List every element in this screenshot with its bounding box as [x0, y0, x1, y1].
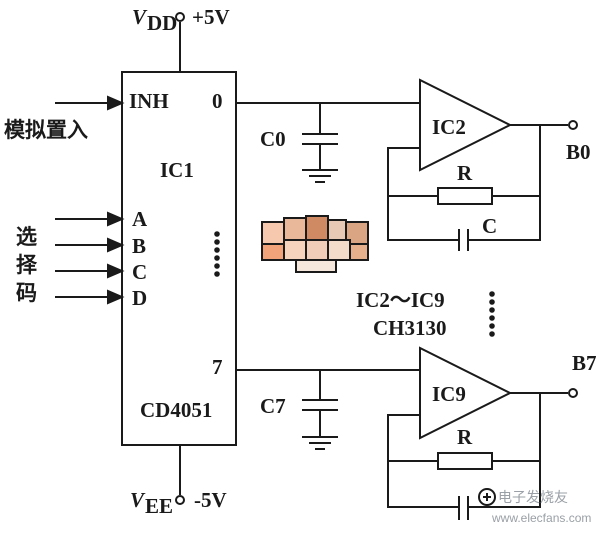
smudge-artifact	[261, 215, 369, 273]
ic1-channel-ellipsis	[214, 231, 220, 277]
vee-terminal	[175, 495, 185, 505]
vee-subscript: EE	[145, 494, 173, 518]
b7-terminal	[568, 388, 578, 398]
vdd-rail	[175, 12, 185, 72]
resistor-r-top	[437, 187, 493, 205]
ic9-feedback-network	[387, 393, 541, 520]
vee-value: -5V	[194, 488, 227, 512]
ic2-label: IC2	[432, 115, 466, 139]
watermark-url: www.elecfans.com	[491, 511, 591, 525]
select-label-2: 择	[16, 253, 38, 277]
vdd-value: +5V	[192, 5, 230, 29]
ground-icon	[302, 169, 338, 183]
b7-label: B7	[572, 351, 597, 375]
ic1-pin-c: C	[132, 260, 147, 284]
watermark-title: 电子发烧友	[498, 490, 568, 506]
amp-channel-ellipsis	[489, 291, 495, 337]
vee-rail	[175, 445, 185, 505]
ic1-pin-a: A	[132, 207, 148, 231]
watermark-logo	[478, 488, 496, 506]
capacitor-c0	[302, 103, 338, 170]
amp-part-label: CH3130	[373, 316, 447, 340]
b0-label: B0	[566, 140, 591, 164]
ic1-pin-b: B	[132, 234, 146, 258]
ic1-pin-d: D	[132, 286, 147, 310]
ic2-feedback-network	[387, 125, 541, 251]
c7-label: C7	[260, 394, 286, 418]
vee-label: V	[130, 488, 146, 512]
vdd-subscript: DD	[147, 11, 177, 35]
ic1-body	[121, 71, 237, 446]
analog-input-label: 模拟置入	[4, 118, 88, 142]
ground-icon	[302, 436, 338, 450]
amp-range-label: IC2～IC9	[356, 288, 445, 312]
select-label-3: 码	[16, 281, 37, 305]
select-label-1: 选	[16, 225, 37, 249]
r-bottom-label: R	[457, 425, 473, 449]
select-input-arrows	[55, 211, 125, 305]
ic2-amplifier	[419, 78, 513, 172]
inh-input-arrow	[55, 95, 125, 111]
r-top-label: R	[457, 161, 473, 185]
ic2-output-wire	[510, 120, 578, 130]
vdd-terminal	[175, 12, 185, 22]
ic1-pin-out7: 7	[212, 355, 223, 379]
ic9-amplifier	[419, 346, 513, 440]
c-label: C	[482, 214, 497, 238]
ic1-pin-inh: INH	[129, 89, 169, 113]
ic1-part-number: CD4051	[140, 398, 212, 422]
c0-label: C0	[260, 127, 286, 151]
ic9-output-wire	[510, 388, 578, 398]
ic1-name: IC1	[160, 158, 194, 182]
capacitor-c7	[302, 370, 338, 437]
resistor-r-bottom	[437, 452, 493, 470]
vdd-label: V	[132, 5, 148, 29]
ic1-pin-out0: 0	[212, 89, 223, 113]
ic9-label: IC9	[432, 382, 466, 406]
b0-terminal	[568, 120, 578, 130]
